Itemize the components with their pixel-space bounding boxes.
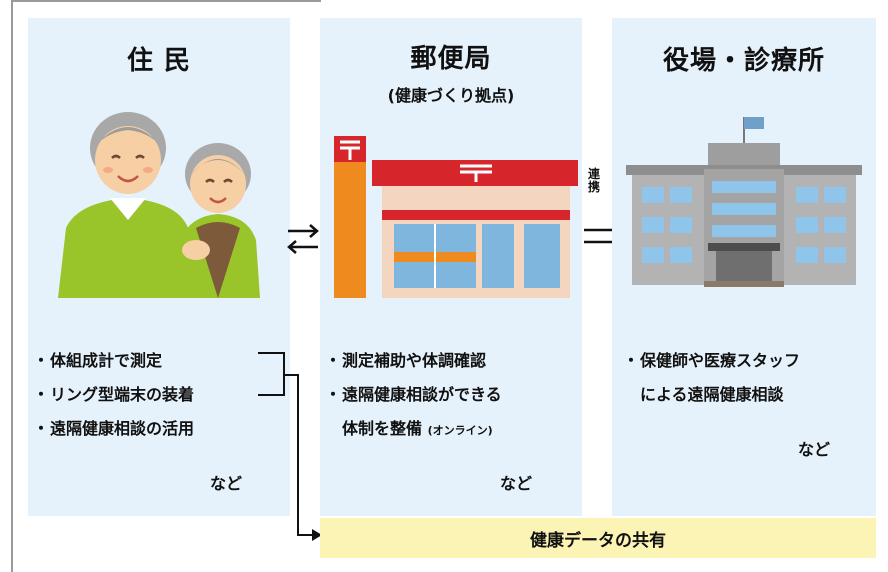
exchange-arrows-icon (287, 224, 319, 254)
frame-left-line (11, 0, 13, 572)
list-item: ・保健師や医療スタッフ (622, 351, 801, 370)
link-label: 連 携 (587, 167, 600, 194)
office-clinic-list: ・保健師や医療スタッフ による遠隔健康相談 (622, 344, 800, 412)
office-clinic-title: 役場・診療所 (662, 46, 825, 76)
post-office-title: 郵便局 (410, 44, 492, 74)
data-flow-connector (258, 352, 322, 541)
post-office-panel: 郵便局 (健康づくり拠点) ・測定補助や体調確認 ・遠隔健康相談ができる 体制を… (320, 18, 582, 516)
link-equals-icon (584, 228, 612, 244)
town-hall-building-illustration (626, 117, 862, 287)
list-item-continuation: 体制を整備 (オンライン) (342, 419, 493, 438)
frame-top-line (11, 0, 321, 2)
office-clinic-etc: など (798, 440, 831, 459)
list-item-continuation: による遠隔健康相談 (640, 385, 784, 404)
residents-panel: 住 民 ・体組成計で測定 ・リング型端末の装着 ・遠隔健康相談の活用 など (28, 18, 290, 516)
list-item: ・リング型端末の装着 (32, 385, 195, 404)
list-item: ・体組成計で測定 (32, 351, 163, 370)
post-office-etc: など (500, 474, 533, 493)
list-item: ・遠隔健康相談ができる (324, 385, 502, 404)
office-clinic-panel: 役場・診療所 ・保健師や医療スタッフ による遠隔健康相談 など (612, 18, 876, 516)
health-data-sharing-label: 健康データの共有 (530, 530, 666, 551)
post-office-subtitle: (健康づくり拠点) (387, 86, 515, 105)
residents-list: ・体組成計で測定 ・リング型端末の装着 ・遠隔健康相談の活用 (32, 344, 194, 446)
residents-etc: など (210, 474, 243, 493)
post-office-building-illustration (334, 136, 578, 298)
post-office-list: ・測定補助や体調確認 ・遠隔健康相談ができる 体制を整備 (オンライン) (324, 344, 502, 448)
residents-title: 住 民 (126, 46, 192, 76)
health-data-sharing-bar: 健康データの共有 (320, 518, 876, 558)
list-item: ・測定補助や体調確認 (324, 351, 487, 370)
elderly-couple-illustration (58, 112, 260, 298)
list-item: ・遠隔健康相談の活用 (32, 419, 195, 438)
